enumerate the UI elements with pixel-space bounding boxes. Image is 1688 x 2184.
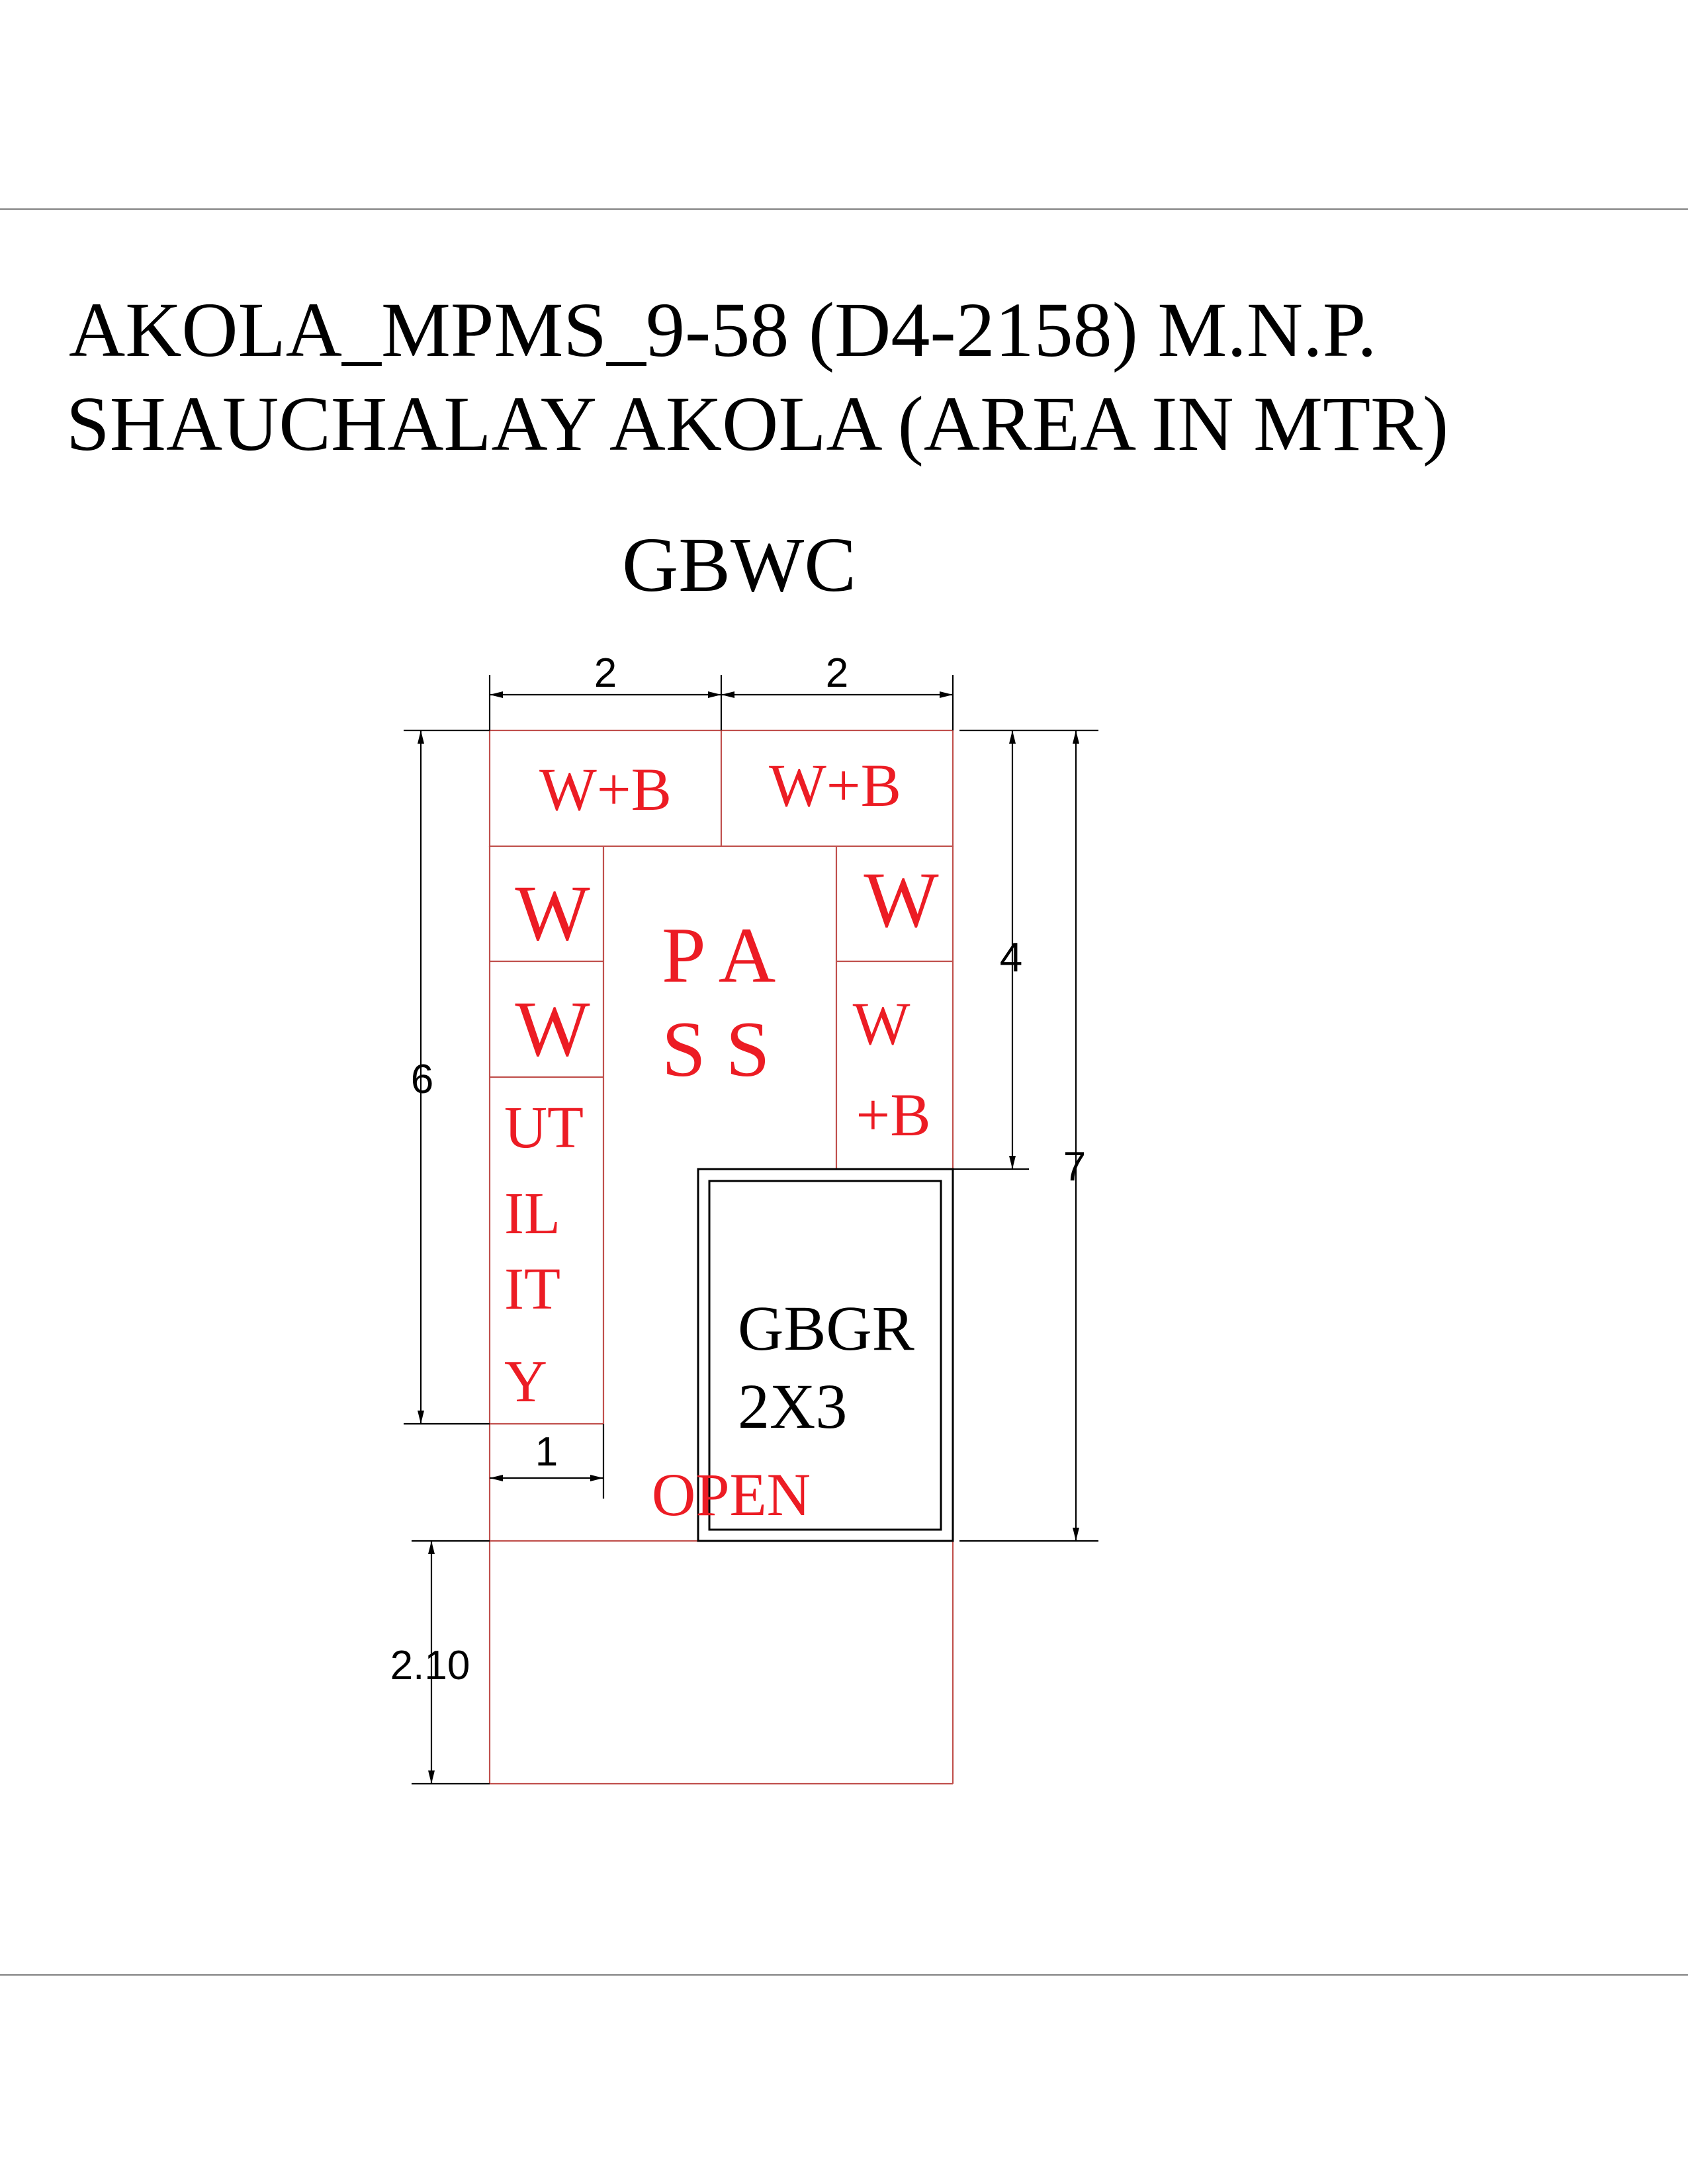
room-label-utility-4: Y [504,1349,547,1415]
dim-label-left-height: 6 [411,1057,433,1102]
dimension-open-height: 2.10 [390,1540,490,1785]
dim-label-right-outer-height: 7 [1063,1144,1086,1190]
room-label-utility-2: IL [504,1181,560,1246]
room-label-gbgr-name: GBGR [738,1293,914,1364]
gbgr-outer-outline [697,1168,954,1542]
room-label-wb-right-mid-2: +B [856,1081,930,1149]
dimension-top-widths: 2 2 [488,650,954,730]
room-label-wb-right: W+B [769,752,901,819]
dim-label-open-height: 2.10 [390,1643,470,1688]
title-line-2: SHAUCHALAY AKOLA (AREA IN MTR) [66,380,1448,467]
title-line-1: AKOLA_MPMS_9-58 (D4-2158) M.N.P. [69,286,1377,373]
room-label-w-left-mid: W [515,984,590,1072]
dimension-left-height: 6 [404,729,490,1425]
dim-label-utility-width: 1 [535,1429,558,1475]
dim-label-right-inner-height: 4 [1000,935,1022,981]
room-label-pass-2: S S [662,1005,770,1093]
room-label-utility-3: IT [504,1256,560,1322]
room-label-wb-right-mid-1: W [853,990,911,1057]
room-label-w-right-top: W [864,855,939,943]
dim-label-top-right: 2 [826,650,848,696]
room-label-pass-1: P A [662,911,776,999]
dimension-utility-width: 1 [490,1424,605,1499]
room-label-utility-1: UT [504,1095,584,1160]
room-label-gbgr-size: 2X3 [738,1371,847,1442]
dimension-right-inner-height: 4 [953,729,1098,1170]
dim-label-top-left: 2 [594,650,617,696]
drawing-heading: GBWC [622,521,856,608]
room-label-wb-left: W+B [539,756,672,823]
room-label-open: OPEN [652,1461,811,1528]
room-label-w-left-top: W [515,869,590,957]
dimension-right-outer-height: 7 [959,730,1098,1542]
gbgr-inner-outline [708,1180,942,1531]
